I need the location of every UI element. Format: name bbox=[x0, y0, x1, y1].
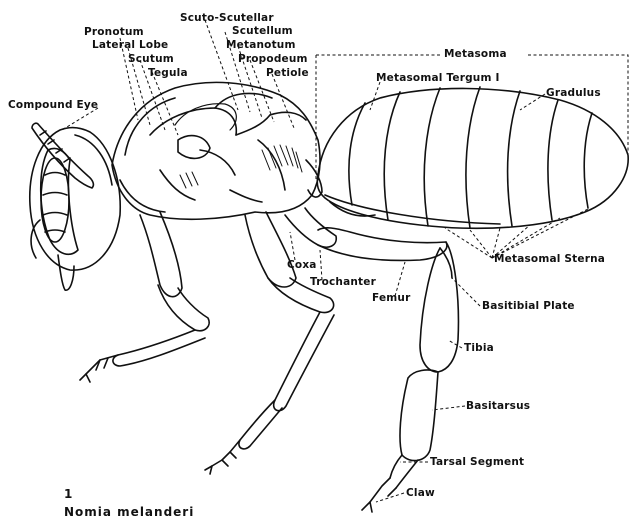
species-name: Nomia melanderi bbox=[64, 506, 194, 518]
label-tarsal-segment: Tarsal Segment bbox=[430, 456, 524, 468]
label-pronotum: Pronotum bbox=[84, 26, 144, 38]
label-metanotum: Metanotum bbox=[226, 39, 296, 51]
head-drawing bbox=[30, 128, 120, 291]
label-scutellum: Scutellum bbox=[232, 25, 293, 37]
label-metasomal-tergum: Metasomal Tergum I bbox=[376, 72, 500, 84]
middle-leg-drawing bbox=[205, 212, 334, 474]
label-trochanter: Trochanter bbox=[310, 276, 376, 288]
label-metasomal-sterna: Metasomal Sterna bbox=[494, 253, 605, 265]
label-coxa: Coxa bbox=[287, 259, 317, 271]
label-claw: Claw bbox=[406, 487, 435, 499]
label-scutum: Scutum bbox=[128, 53, 174, 65]
label-tegula: Tegula bbox=[148, 67, 188, 79]
label-compound-eye: Compound Eye bbox=[8, 99, 98, 111]
figure-number: 1 bbox=[64, 488, 73, 500]
label-femur: Femur bbox=[372, 292, 410, 304]
label-basitarsus: Basitarsus bbox=[466, 400, 530, 412]
label-propodeum: Propodeum bbox=[238, 53, 308, 65]
label-petiole: Petiole bbox=[266, 67, 309, 79]
label-tibia: Tibia bbox=[464, 342, 494, 354]
label-metasoma: Metasoma bbox=[444, 48, 507, 60]
front-leg-drawing bbox=[80, 212, 209, 382]
compound-eye-drawing bbox=[41, 158, 69, 242]
label-basitibial-plate: Basitibial Plate bbox=[482, 300, 575, 312]
label-gradulus: Gradulus bbox=[546, 87, 601, 99]
label-scuto-scutellar: Scuto-Scutellar bbox=[180, 12, 274, 24]
label-lateral-lobe: Lateral Lobe bbox=[92, 39, 168, 51]
metasoma-drawing bbox=[317, 87, 628, 228]
